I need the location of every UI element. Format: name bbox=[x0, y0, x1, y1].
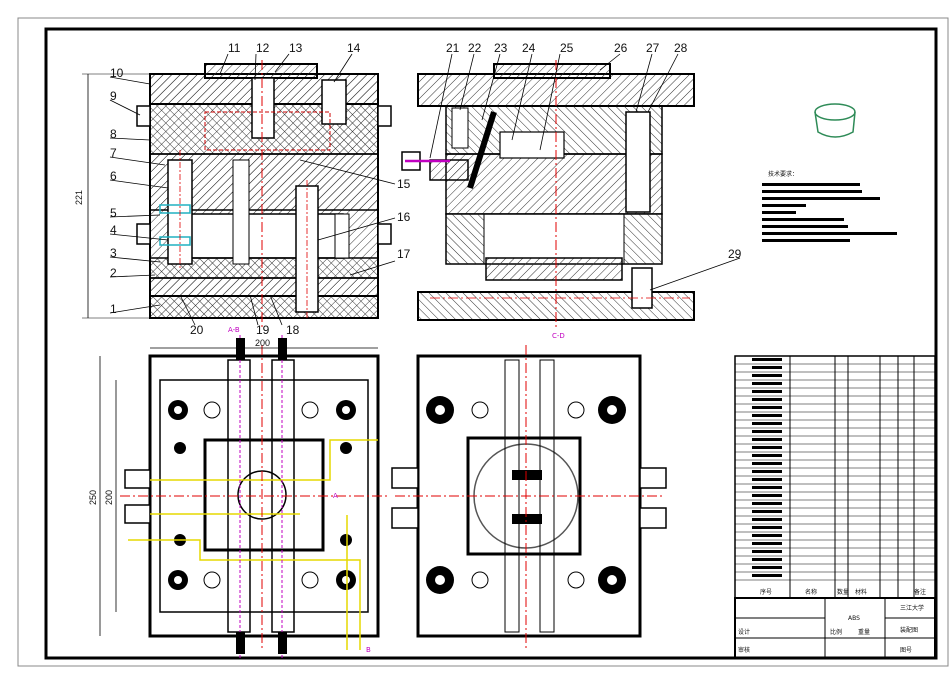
callout-22: 22 bbox=[468, 41, 482, 55]
title-weight-label: 重量 bbox=[858, 628, 870, 636]
plan-dimensions: 200 250 200 bbox=[88, 338, 378, 636]
callout-12: 12 bbox=[256, 41, 270, 55]
front-height-dimension: 221 bbox=[74, 190, 84, 205]
bom-rows bbox=[735, 358, 935, 581]
notes-heading: 技术要求： bbox=[768, 170, 798, 178]
bom-row-text-mark bbox=[752, 502, 782, 505]
callout-15: 15 bbox=[397, 177, 411, 191]
technical-notes: 技术要求： bbox=[762, 170, 897, 242]
side-section-view bbox=[401, 60, 695, 330]
bom-row-text-mark bbox=[752, 558, 782, 561]
outer-border bbox=[17, 17, 949, 667]
callout-5: 5 bbox=[110, 206, 117, 220]
callout-4: 4 bbox=[110, 223, 117, 237]
front-section-view bbox=[136, 60, 392, 330]
bom-row-text-mark bbox=[752, 446, 782, 449]
bom-row-text-mark bbox=[752, 374, 782, 377]
callout-10: 10 bbox=[110, 66, 124, 80]
top-height-dimension: 250 bbox=[88, 490, 98, 505]
bom-seq-header: 序号 bbox=[760, 588, 772, 596]
bom-row-text-mark bbox=[752, 470, 782, 473]
bom-row-text-mark bbox=[752, 366, 782, 369]
title-design-label: 设计 bbox=[738, 628, 750, 636]
bom-row-text-mark bbox=[752, 574, 782, 577]
bom-row-text-mark bbox=[752, 462, 782, 465]
callout-26: 26 bbox=[614, 41, 628, 55]
top-inner-height-dimension: 200 bbox=[104, 490, 114, 505]
section-mark-b: B bbox=[366, 646, 371, 654]
bom-row-text-mark bbox=[752, 382, 782, 385]
title-block-text: ABS 三江大学 装配图 图号 比例 重量 设计 审核 bbox=[738, 604, 924, 654]
title-scale-label: 比例 bbox=[830, 628, 842, 636]
bom-row-text-mark bbox=[752, 406, 782, 409]
callout-3: 3 bbox=[110, 246, 117, 260]
bom-row-text-mark bbox=[752, 518, 782, 521]
callout-11: 11 bbox=[228, 41, 241, 55]
callout-23: 23 bbox=[494, 41, 508, 55]
bom-material-header: 材料 bbox=[855, 588, 867, 596]
callout-28: 28 bbox=[674, 41, 688, 55]
bom-row-text-mark bbox=[752, 566, 782, 569]
part-callouts: 1 2 3 4 5 6 7 8 9 10 11 12 13 14 15 16 1… bbox=[110, 41, 742, 337]
title-sheet-label: 图号 bbox=[900, 647, 912, 654]
callout-16: 16 bbox=[397, 210, 411, 224]
part-isometric bbox=[814, 103, 856, 138]
section-mark-a: A bbox=[333, 492, 338, 500]
bom-row-text-mark bbox=[752, 438, 782, 441]
title-drawing-name: 装配图 bbox=[900, 626, 918, 634]
plan-view-moving-half bbox=[120, 335, 390, 660]
bom-row-text-mark bbox=[752, 510, 782, 513]
bom-row-text-mark bbox=[752, 486, 782, 489]
bom-row-text-mark bbox=[752, 430, 782, 433]
callout-8: 8 bbox=[110, 127, 117, 141]
callout-13: 13 bbox=[289, 41, 303, 55]
bom-row-text-mark bbox=[752, 398, 782, 401]
section-mark-cd: C-D bbox=[552, 332, 565, 340]
callout-6: 6 bbox=[110, 169, 117, 183]
callout-21: 21 bbox=[446, 41, 460, 55]
bom-row-text-mark bbox=[752, 358, 782, 361]
bill-of-materials bbox=[734, 355, 936, 599]
bom-row-text-mark bbox=[752, 422, 782, 425]
frame-border bbox=[44, 27, 938, 660]
title-material: ABS bbox=[848, 615, 860, 622]
title-block bbox=[734, 597, 936, 659]
side-callout-leaders bbox=[429, 53, 741, 291]
bom-row-text-mark bbox=[752, 534, 782, 537]
callout-17: 17 bbox=[397, 247, 411, 261]
bom-remark-header: 备注 bbox=[914, 588, 926, 596]
bom-row-text-mark bbox=[752, 414, 782, 417]
callout-24: 24 bbox=[522, 41, 536, 55]
bom-row-text-mark bbox=[752, 542, 782, 545]
bom-row-text-mark bbox=[752, 526, 782, 529]
bom-header-row: 序号 名称 数量 材料 备注 bbox=[760, 588, 926, 596]
callout-9: 9 bbox=[110, 89, 117, 103]
bom-row-text-mark bbox=[752, 550, 782, 553]
callout-18: 18 bbox=[286, 323, 300, 337]
bom-row-text-mark bbox=[752, 454, 782, 457]
bom-row-text-mark bbox=[752, 494, 782, 497]
bom-name-header: 名称 bbox=[805, 588, 817, 596]
title-school: 三江大学 bbox=[900, 604, 924, 612]
section-marks: A-B C-D A B bbox=[228, 326, 565, 654]
callout-20: 20 bbox=[190, 323, 204, 337]
title-check-label: 审核 bbox=[738, 646, 750, 654]
section-mark-ab: A-B bbox=[228, 326, 240, 334]
callout-29: 29 bbox=[728, 247, 742, 261]
callout-14: 14 bbox=[347, 41, 361, 55]
callout-2: 2 bbox=[110, 266, 117, 280]
front-dimension: 221 bbox=[74, 73, 150, 319]
callout-25: 25 bbox=[560, 41, 574, 55]
plan-view-fixed-half bbox=[391, 345, 667, 650]
callout-1: 1 bbox=[110, 302, 117, 316]
bom-row-text-mark bbox=[752, 390, 782, 393]
front-callout-leaders bbox=[109, 53, 396, 326]
callout-27: 27 bbox=[646, 41, 660, 55]
bom-qty-header: 数量 bbox=[837, 588, 849, 596]
bom-row-text-mark bbox=[752, 478, 782, 481]
callout-19: 19 bbox=[256, 323, 270, 337]
top-width-dimension: 200 bbox=[255, 338, 270, 348]
callout-7: 7 bbox=[110, 146, 117, 160]
